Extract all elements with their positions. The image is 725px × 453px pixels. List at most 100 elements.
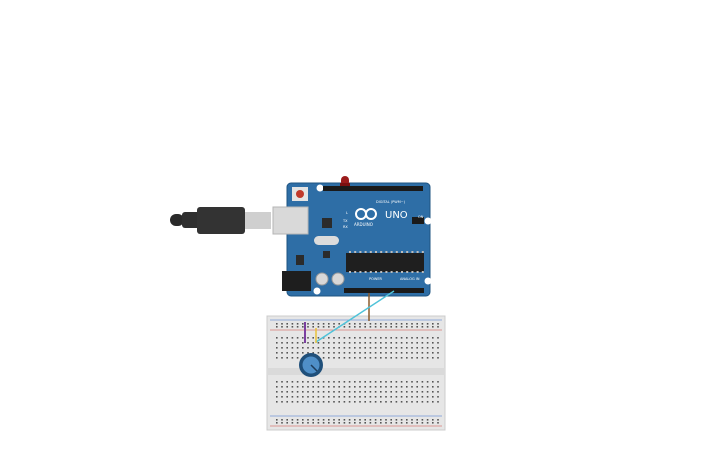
breadboard-hole[interactable] [406, 337, 408, 339]
breadboard-hole[interactable] [328, 352, 330, 354]
breadboard-hole[interactable] [296, 342, 299, 344]
breadboard-hole[interactable] [400, 342, 403, 344]
breadboard-hole[interactable] [348, 347, 351, 349]
breadboard-hole[interactable] [400, 357, 403, 359]
breadboard-hole[interactable] [369, 323, 372, 325]
breadboard-hole[interactable] [411, 326, 413, 328]
breadboard-hole[interactable] [406, 401, 408, 403]
breadboard-hole[interactable] [390, 357, 392, 359]
breadboard-hole[interactable] [322, 357, 325, 359]
breadboard-hole[interactable] [369, 347, 372, 349]
breadboard-hole[interactable] [307, 337, 309, 339]
breadboard-hole[interactable] [426, 422, 429, 424]
breadboard-hole[interactable] [333, 381, 335, 383]
breadboard-hole[interactable] [416, 401, 418, 403]
breadboard-hole[interactable] [437, 422, 439, 424]
breadboard-hole[interactable] [317, 419, 320, 421]
breadboard-hole[interactable] [359, 391, 361, 393]
breadboard-hole[interactable] [416, 337, 418, 339]
breadboard-hole[interactable] [348, 326, 351, 328]
breadboard-hole[interactable] [400, 347, 403, 349]
breadboard-hole[interactable] [276, 381, 278, 383]
breadboard-hole[interactable] [385, 419, 387, 421]
breadboard-hole[interactable] [406, 323, 408, 325]
breadboard-hole[interactable] [276, 323, 278, 325]
breadboard-hole[interactable] [390, 419, 392, 421]
breadboard-hole[interactable] [374, 357, 377, 359]
breadboard-hole[interactable] [354, 357, 356, 359]
breadboard-hole[interactable] [354, 401, 356, 403]
breadboard-hole[interactable] [380, 391, 382, 393]
breadboard-hole[interactable] [421, 347, 424, 349]
breadboard-hole[interactable] [333, 337, 335, 339]
breadboard-hole[interactable] [317, 396, 320, 398]
breadboard-hole[interactable] [291, 352, 294, 354]
breadboard-hole[interactable] [333, 419, 335, 421]
breadboard-hole[interactable] [348, 391, 351, 393]
breadboard-hole[interactable] [281, 422, 283, 424]
breadboard-hole[interactable] [281, 381, 283, 383]
breadboard-hole[interactable] [354, 422, 356, 424]
breadboard-hole[interactable] [328, 396, 330, 398]
breadboard-hole[interactable] [395, 357, 398, 359]
breadboard-hole[interactable] [380, 386, 382, 388]
breadboard-hole[interactable] [343, 401, 346, 403]
breadboard-hole[interactable] [426, 337, 429, 339]
breadboard-hole[interactable] [390, 401, 392, 403]
breadboard-hole[interactable] [359, 347, 361, 349]
breadboard-hole[interactable] [380, 396, 382, 398]
breadboard-hole[interactable] [276, 337, 278, 339]
breadboard-hole[interactable] [369, 422, 372, 424]
breadboard-hole[interactable] [307, 401, 309, 403]
breadboard-hole[interactable] [354, 337, 356, 339]
breadboard-hole[interactable] [437, 357, 439, 359]
breadboard-hole[interactable] [317, 401, 320, 403]
breadboard-hole[interactable] [364, 422, 366, 424]
breadboard-hole[interactable] [390, 396, 392, 398]
breadboard-hole[interactable] [432, 419, 434, 421]
breadboard-hole[interactable] [426, 401, 429, 403]
breadboard-hole[interactable] [312, 381, 314, 383]
breadboard-hole[interactable] [374, 391, 377, 393]
breadboard-hole[interactable] [307, 419, 309, 421]
breadboard-hole[interactable] [369, 357, 372, 359]
breadboard-hole[interactable] [338, 323, 340, 325]
breadboard-hole[interactable] [390, 381, 392, 383]
breadboard-hole[interactable] [312, 401, 314, 403]
breadboard-hole[interactable] [374, 323, 377, 325]
breadboard-hole[interactable] [359, 396, 361, 398]
breadboard-hole[interactable] [338, 357, 340, 359]
wires[interactable] [304, 290, 395, 343]
breadboard-hole[interactable] [276, 396, 278, 398]
breadboard-hole[interactable] [385, 352, 387, 354]
breadboard-hole[interactable] [333, 326, 335, 328]
breadboard-hole[interactable] [411, 386, 413, 388]
breadboard-hole[interactable] [374, 381, 377, 383]
breadboard-hole[interactable] [359, 323, 361, 325]
breadboard-hole[interactable] [364, 323, 366, 325]
breadboard-hole[interactable] [291, 391, 294, 393]
breadboard-hole[interactable] [333, 401, 335, 403]
breadboard-hole[interactable] [395, 337, 398, 339]
breadboard-hole[interactable] [421, 391, 424, 393]
breadboard-hole[interactable] [286, 357, 288, 359]
breadboard-hole[interactable] [302, 326, 304, 328]
breadboard-hole[interactable] [406, 381, 408, 383]
breadboard-hole[interactable] [322, 381, 325, 383]
breadboard-hole[interactable] [296, 337, 299, 339]
breadboard-hole[interactable] [426, 357, 429, 359]
breadboard-hole[interactable] [364, 337, 366, 339]
breadboard-hole[interactable] [400, 396, 403, 398]
breadboard-hole[interactable] [286, 352, 288, 354]
breadboard-hole[interactable] [369, 419, 372, 421]
breadboard-hole[interactable] [395, 422, 398, 424]
breadboard-hole[interactable] [385, 381, 387, 383]
breadboard-hole[interactable] [286, 391, 288, 393]
breadboard-hole[interactable] [374, 386, 377, 388]
breadboard-holes[interactable] [276, 323, 439, 424]
breadboard-hole[interactable] [390, 391, 392, 393]
breadboard-hole[interactable] [328, 323, 330, 325]
breadboard-hole[interactable] [416, 391, 418, 393]
breadboard[interactable] [266, 315, 446, 431]
breadboard-hole[interactable] [411, 381, 413, 383]
